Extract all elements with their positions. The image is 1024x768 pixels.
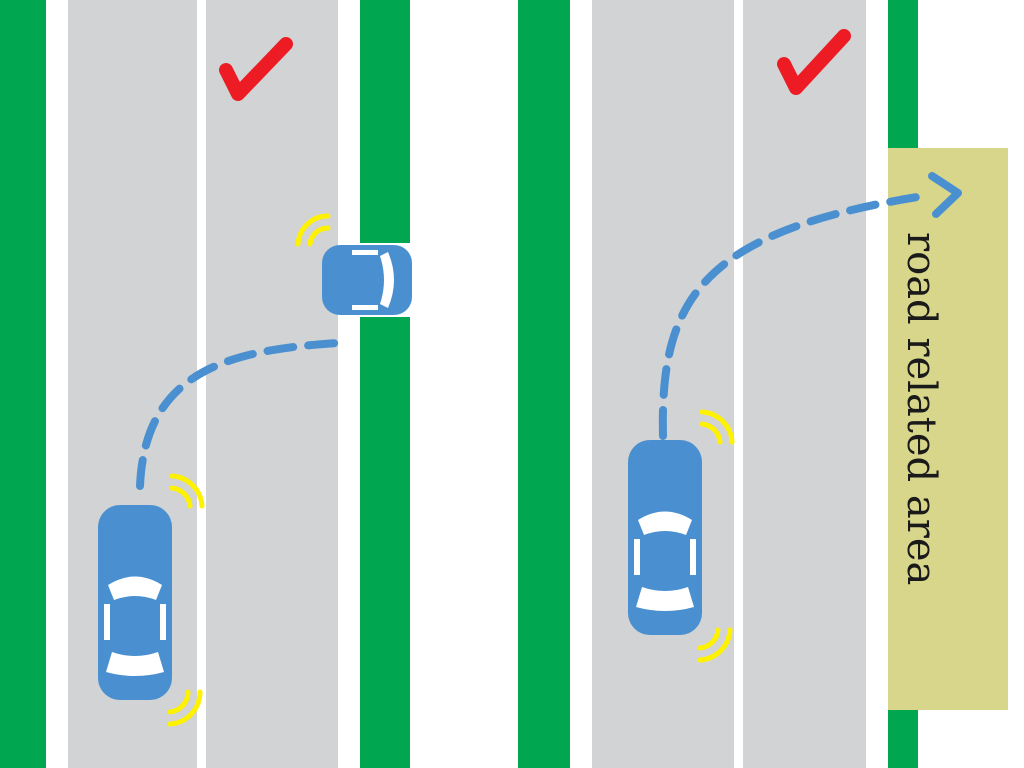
left-outer-verge: [0, 0, 46, 768]
road-related-area-label: road related area: [898, 232, 944, 585]
indicator-icon: [295, 213, 331, 247]
check-mark-icon: [219, 37, 293, 101]
indicator-icon: [169, 473, 205, 509]
arrow-head-icon: [928, 172, 962, 218]
right-right-edge-line: [866, 0, 888, 768]
right-kerb-line: [570, 0, 592, 768]
check-mark-icon: [777, 29, 851, 95]
right-road: [592, 0, 866, 768]
indicator-icon: [167, 689, 203, 727]
car-icon: [628, 440, 702, 635]
right-outer-verge: [518, 0, 570, 768]
dashed-arrow-icon: [658, 191, 934, 440]
indicator-icon: [699, 409, 735, 445]
left-right-edge-line: [338, 0, 360, 768]
right-panel: road related area: [518, 0, 1008, 768]
dashed-path-icon: [136, 339, 342, 490]
car-icon: [322, 245, 412, 315]
left-kerb-line: [46, 0, 68, 768]
left-panel: [0, 0, 412, 768]
right-lane-divider: [734, 0, 743, 768]
road-related-area: [888, 148, 1008, 710]
car-icon: [98, 505, 172, 700]
indicator-icon: [697, 627, 733, 663]
left-median-verge: [360, 0, 410, 768]
left-lane-divider: [197, 0, 206, 768]
